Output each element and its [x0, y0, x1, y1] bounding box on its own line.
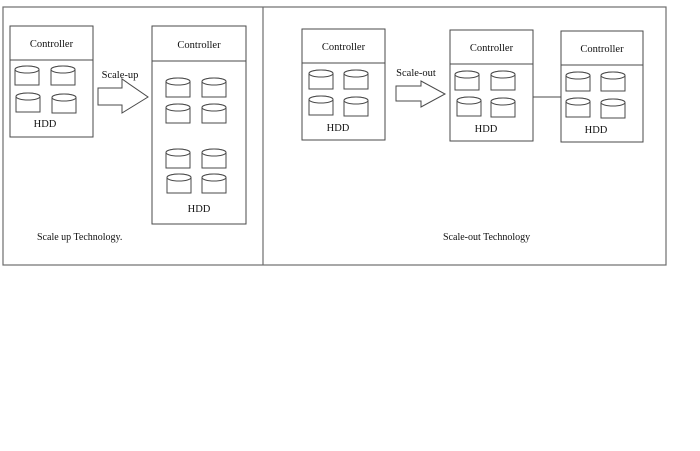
scale-up-before-node: Controller HDD — [9, 25, 94, 138]
scale-up-arrow-label: Scale-up — [102, 70, 139, 81]
scale-up-after-node: Controller HDD — [151, 25, 247, 225]
scale-up-caption: Scale up Technology. — [37, 232, 122, 243]
hdd-disk-icon — [490, 97, 516, 118]
cylinder-top — [201, 103, 227, 112]
cylinder-top — [454, 70, 480, 79]
hdd-label: HDD — [327, 123, 350, 134]
controller-label: Controller — [30, 39, 74, 50]
cylinder-top — [600, 98, 626, 107]
hdd-disk-icon — [51, 93, 77, 114]
hdd-disk-icon — [201, 77, 227, 98]
hdd-disk-icon — [165, 103, 191, 124]
hdd-disk-icon — [343, 96, 369, 117]
cylinder-top — [201, 148, 227, 157]
scale-out-after-node-2: Controller HDD — [560, 30, 644, 143]
storage-node-box — [151, 25, 247, 225]
hdd-disk-icon — [201, 148, 227, 169]
scale-up-arrow-icon — [97, 78, 149, 114]
hdd-disk-icon — [456, 96, 482, 117]
scale-out-before-node: Controller HDD — [301, 28, 386, 141]
hdd-disk-icon — [201, 103, 227, 124]
cylinder-top — [50, 65, 76, 74]
hdd-label: HDD — [188, 204, 211, 215]
hdd-disk-icon — [308, 69, 334, 90]
cylinder-top — [165, 103, 191, 112]
hdd-disk-icon — [600, 71, 626, 92]
controller-label: Controller — [470, 43, 514, 54]
disk-group — [165, 77, 227, 194]
cylinder-top — [456, 96, 482, 105]
hdd-disk-icon — [165, 77, 191, 98]
cylinder-top — [51, 93, 77, 102]
cylinder-top — [166, 173, 192, 182]
hdd-label: HDD — [34, 119, 57, 130]
hdd-disk-icon — [165, 148, 191, 169]
hdd-disk-icon — [454, 70, 480, 91]
hdd-disk-icon — [166, 173, 192, 194]
hdd-label: HDD — [475, 124, 498, 135]
cylinder-top — [308, 95, 334, 104]
scale-out-arrow-icon — [395, 80, 447, 108]
hdd-disk-icon — [600, 98, 626, 119]
controller-label: Controller — [322, 42, 366, 53]
hdd-disk-icon — [490, 70, 516, 91]
controller-label: Controller — [177, 40, 221, 51]
cylinder-top — [14, 65, 40, 74]
cylinder-top — [490, 70, 516, 79]
cylinder-top — [201, 77, 227, 86]
hdd-disk-icon — [15, 92, 41, 113]
scale-out-arrow-label: Scale-out — [396, 68, 436, 79]
hdd-disk-icon — [343, 69, 369, 90]
disk-group — [454, 70, 516, 118]
controller-label: Controller — [580, 44, 624, 55]
cylinder-top — [308, 69, 334, 78]
cylinder-top — [565, 97, 591, 106]
disk-group — [14, 65, 77, 114]
scale-out-after-node-1: Controller HDD — [449, 29, 534, 142]
outer-frame — [2, 6, 667, 266]
cylinder-top — [15, 92, 41, 101]
hdd-disk-icon — [201, 173, 227, 194]
disk-group — [308, 69, 369, 117]
hdd-disk-icon — [565, 71, 591, 92]
cylinder-top — [201, 173, 227, 182]
cylinder-top — [565, 71, 591, 80]
scale-out-caption: Scale-out Technology — [443, 232, 530, 243]
scale-up-panel: Controller HDD Scale-up Controller HDD S… — [9, 25, 247, 243]
hdd-disk-icon — [50, 65, 76, 86]
cylinder-top — [343, 69, 369, 78]
hdd-disk-icon — [565, 97, 591, 118]
hdd-disk-icon — [308, 95, 334, 116]
cylinder-top — [165, 77, 191, 86]
cylinder-top — [343, 96, 369, 105]
hdd-label: HDD — [585, 125, 608, 136]
cylinder-top — [600, 71, 626, 80]
cylinder-top — [490, 97, 516, 106]
hdd-disk-icon — [14, 65, 40, 86]
cylinder-top — [165, 148, 191, 157]
disk-group — [565, 71, 626, 119]
scale-out-panel: Controller HDD Scale-out Controller HDD … — [301, 28, 644, 243]
